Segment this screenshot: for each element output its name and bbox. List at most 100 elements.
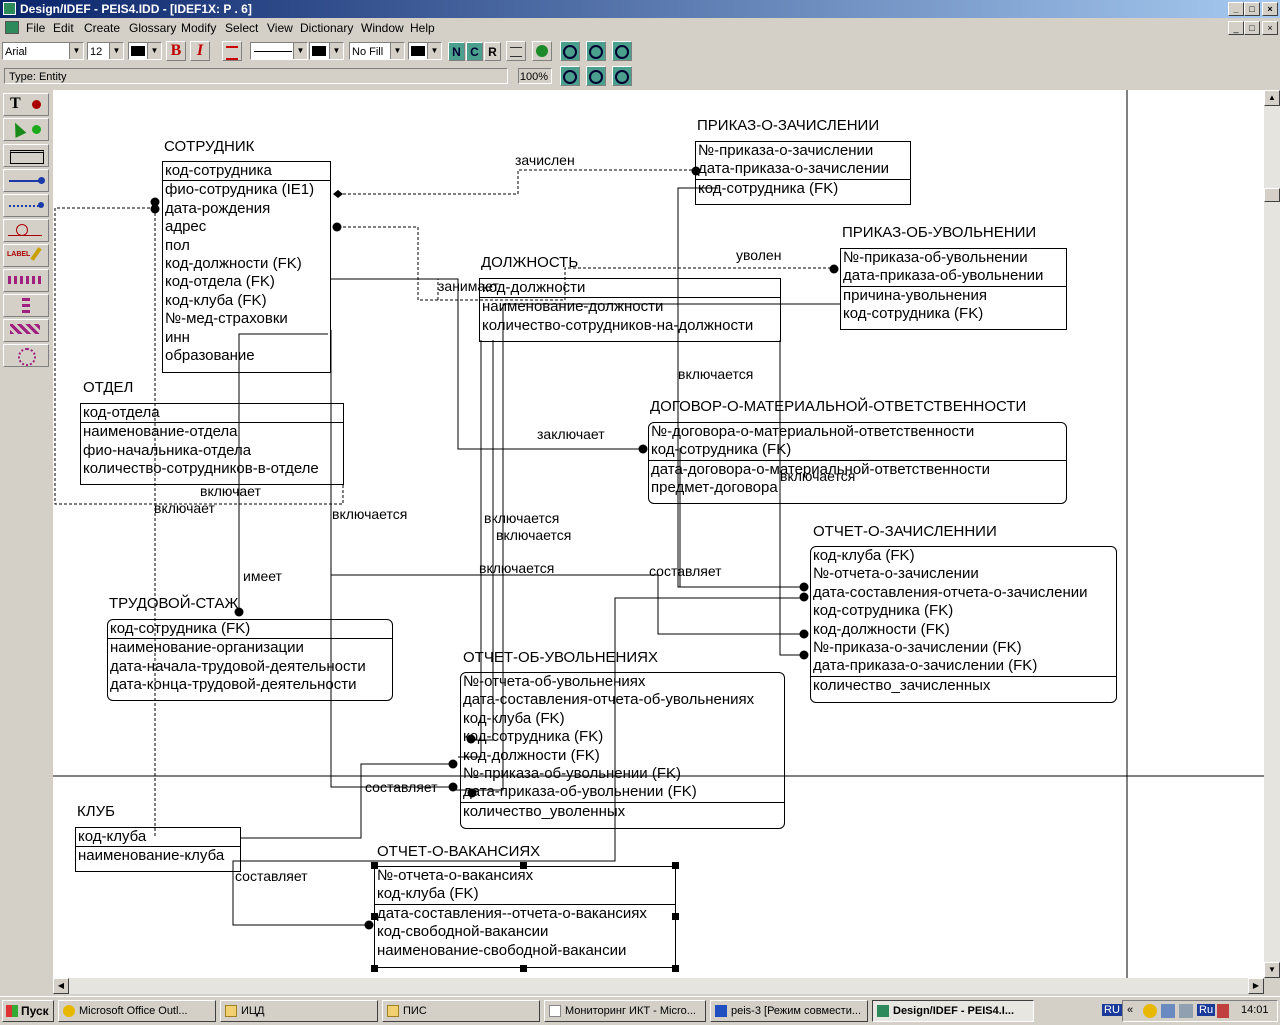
- zoom-icon[interactable]: [560, 41, 580, 61]
- chevron-down-icon[interactable]: ▼: [69, 43, 83, 59]
- tray-language-icon[interactable]: Ru: [1197, 1004, 1216, 1016]
- move-tool-icon[interactable]: [3, 344, 49, 367]
- tray-expand-icon[interactable]: «: [1127, 1004, 1134, 1016]
- entity-box[interactable]: код-клуба (FK) №-отчета-о-зачислении дат…: [810, 546, 1117, 703]
- relationship-label[interactable]: включается: [479, 560, 555, 576]
- entity-box[interactable]: код-должности наименование-должности кол…: [479, 278, 781, 342]
- fill-color-select[interactable]: ▼: [408, 42, 442, 60]
- entity-box[interactable]: код-клуба наименование-клуба: [75, 827, 241, 872]
- font-select[interactable]: Arial ▼: [2, 42, 84, 60]
- tray-network-icon[interactable]: [1161, 1004, 1175, 1018]
- scroll-down-button[interactable]: ▼: [1264, 962, 1280, 978]
- zoom-page-icon[interactable]: [612, 41, 632, 61]
- entity-box[interactable]: код-сотрудника (FK) наименование-организ…: [107, 619, 393, 701]
- relationship-label[interactable]: включается: [484, 510, 560, 526]
- entity-tool-icon[interactable]: [3, 144, 49, 167]
- size-select[interactable]: 12 ▼: [87, 42, 124, 60]
- relationship-label[interactable]: составляет: [235, 868, 308, 884]
- tray-monitor-icon[interactable]: [1179, 1004, 1193, 1018]
- mdi-close-button[interactable]: ×: [1262, 21, 1278, 35]
- menu-create[interactable]: Create: [84, 21, 121, 35]
- text-color-select[interactable]: ▼: [128, 42, 162, 60]
- layers-icon[interactable]: [506, 41, 526, 61]
- menu-glossary[interactable]: Glossary: [129, 21, 177, 35]
- entity-box[interactable]: №-договора-о-материальной-ответственност…: [648, 422, 1067, 504]
- start-button[interactable]: Пуск: [2, 1000, 54, 1022]
- n-button[interactable]: N: [448, 42, 465, 61]
- r-button[interactable]: R: [484, 42, 501, 61]
- chevron-down-icon[interactable]: ▼: [329, 43, 343, 59]
- relationship-label[interactable]: включается: [332, 506, 408, 522]
- menu-dictionary[interactable]: Dictionary: [300, 21, 354, 35]
- italic-button[interactable]: I: [190, 41, 210, 61]
- label-tool-icon[interactable]: LABEL: [3, 244, 49, 267]
- maximize-button[interactable]: □: [1244, 2, 1260, 16]
- diagram-canvas[interactable]: СОТРУДНИК код-сотрудника фио-сотрудника …: [53, 90, 1264, 978]
- relationship-label[interactable]: занимает: [438, 278, 499, 294]
- task-peis3[interactable]: peis-3 [Режим совмести...: [710, 1000, 868, 1022]
- entity-box[interactable]: №-приказа-о-зачислении дата-приказа-о-за…: [695, 141, 911, 205]
- close-button[interactable]: ×: [1262, 2, 1278, 16]
- relationship-tool-icon[interactable]: [3, 169, 49, 192]
- bold-button[interactable]: B: [166, 41, 186, 61]
- text-align-icon[interactable]: [222, 41, 242, 61]
- diagonal-rel-tool-icon[interactable]: [3, 319, 49, 342]
- mdi-minimize-button[interactable]: _: [1228, 21, 1244, 35]
- entity-box[interactable]: код-отдела наименование-отдела фио-начал…: [80, 403, 344, 485]
- chevron-down-icon[interactable]: ▼: [147, 43, 161, 59]
- task-icd[interactable]: ИЦД: [220, 1000, 378, 1022]
- relationship-label[interactable]: составляет: [649, 563, 722, 579]
- select-tool-icon[interactable]: [3, 118, 49, 141]
- relationship-label[interactable]: имеет: [243, 568, 282, 584]
- tray-app-icon[interactable]: [1143, 1004, 1157, 1018]
- entity-box[interactable]: код-сотрудника фио-сотрудника (IE1) дата…: [162, 161, 331, 373]
- menu-help[interactable]: Help: [410, 21, 435, 35]
- line-color-select[interactable]: ▼: [309, 42, 344, 60]
- relationship-label[interactable]: включает: [154, 500, 215, 516]
- line-style-select[interactable]: ▼: [250, 42, 308, 60]
- chevron-down-icon[interactable]: ▼: [109, 43, 123, 59]
- document-icon[interactable]: [5, 21, 19, 34]
- relationship-label[interactable]: составляет: [365, 779, 438, 795]
- relationship-label[interactable]: включает: [200, 483, 261, 499]
- menu-select[interactable]: Select: [225, 21, 259, 35]
- many-to-many-tool-icon[interactable]: [3, 269, 49, 292]
- chevron-down-icon[interactable]: ▼: [390, 43, 404, 59]
- menu-file[interactable]: File: [26, 21, 46, 35]
- relationship-label[interactable]: зачислен: [515, 152, 575, 168]
- chevron-down-icon[interactable]: ▼: [293, 43, 307, 59]
- zoom-select-icon[interactable]: [586, 41, 606, 61]
- relationship-label[interactable]: включается: [780, 468, 856, 484]
- zoom-out-icon[interactable]: [612, 66, 632, 86]
- minimize-button[interactable]: _: [1228, 2, 1244, 16]
- tree-icon[interactable]: [532, 41, 552, 61]
- c-button[interactable]: C: [466, 42, 483, 61]
- scroll-up-button[interactable]: ▲: [1264, 90, 1280, 106]
- entity-box-selected[interactable]: №-отчета-о-вакансиях код-клуба (FK) дата…: [374, 866, 676, 968]
- scroll-thumb[interactable]: [1264, 188, 1280, 202]
- relationship-label[interactable]: включается: [496, 527, 572, 543]
- task-design-idef[interactable]: Design/IDEF - PEIS4.I...: [872, 1000, 1034, 1022]
- fill-select[interactable]: No Fill ▼: [349, 42, 405, 60]
- vertical-scrollbar[interactable]: ▲ ▼: [1264, 90, 1280, 978]
- non-identifying-tool-icon[interactable]: [3, 194, 49, 217]
- zoom-in-icon[interactable]: [586, 66, 606, 86]
- mdi-restore-button[interactable]: □: [1244, 21, 1260, 35]
- relationship-label[interactable]: заключает: [537, 426, 605, 442]
- subtype-tool-icon[interactable]: [3, 219, 49, 242]
- chevron-down-icon[interactable]: ▼: [427, 43, 441, 59]
- scroll-right-button[interactable]: ▶: [1248, 978, 1264, 994]
- entity-box[interactable]: №-отчета-об-увольнениях дата-составления…: [460, 672, 785, 829]
- relationship-label[interactable]: включается: [678, 366, 754, 382]
- menu-view[interactable]: View: [267, 21, 293, 35]
- scroll-left-button[interactable]: ◀: [53, 978, 69, 994]
- menu-modify[interactable]: Modify: [181, 21, 217, 35]
- task-outlook[interactable]: Microsoft Office Outl...: [58, 1000, 216, 1022]
- vertical-rel-tool-icon[interactable]: [3, 294, 49, 317]
- language-indicator[interactable]: RU: [1102, 1004, 1122, 1016]
- task-pis[interactable]: ПИС: [382, 1000, 540, 1022]
- menu-window[interactable]: Window: [361, 21, 404, 35]
- entity-box[interactable]: №-приказа-об-увольнении дата-приказа-об-…: [840, 248, 1067, 330]
- zoom-100-icon[interactable]: [560, 66, 580, 86]
- text-tool-icon[interactable]: T: [3, 93, 49, 116]
